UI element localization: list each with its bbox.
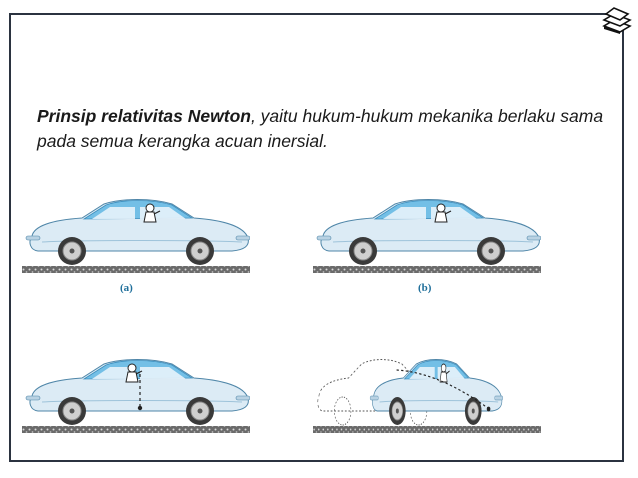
car-body-c: [25, 359, 250, 412]
rear-wheel-d: [388, 396, 407, 426]
relativity-statement: Prinsip relativitas Newton, yaitu hukum-…: [37, 104, 607, 154]
car-body-b: [316, 199, 541, 252]
panel-c-dropped-ball-at-rest: [22, 359, 250, 433]
road-d: [313, 426, 541, 433]
car-body-a: [25, 199, 250, 252]
car-body-d: [369, 359, 504, 412]
road-a: [22, 266, 250, 273]
panel-b-car-moving: [313, 199, 541, 273]
slide-frame: [9, 13, 624, 462]
front-wheel-b: [476, 236, 506, 266]
caption-b: (b): [418, 282, 432, 294]
rear-wheel-b: [348, 236, 378, 266]
statement-rest: , yaitu hukum-hukum mekanika berlaku sam…: [37, 106, 604, 151]
panel-a-car-at-rest: [22, 199, 250, 273]
front-wheel-a: [185, 236, 215, 266]
front-wheel-c: [185, 396, 215, 426]
road-b: [313, 266, 541, 273]
rear-wheel-c: [57, 396, 87, 426]
front-wheel-d: [464, 396, 483, 426]
ghost-rear-wheel: [334, 396, 352, 426]
road-c: [22, 426, 250, 433]
statement-bold: Prinsip relativitas Newton: [37, 106, 251, 126]
books-stack-icon: [602, 7, 632, 34]
panel-d-dropped-ball-moving: [313, 359, 541, 433]
rear-wheel-a: [57, 236, 87, 266]
ball-trajectory-d: [396, 369, 489, 409]
caption-a: (a): [120, 282, 133, 294]
ball-d: [486, 406, 491, 412]
ball-c: [137, 405, 143, 411]
